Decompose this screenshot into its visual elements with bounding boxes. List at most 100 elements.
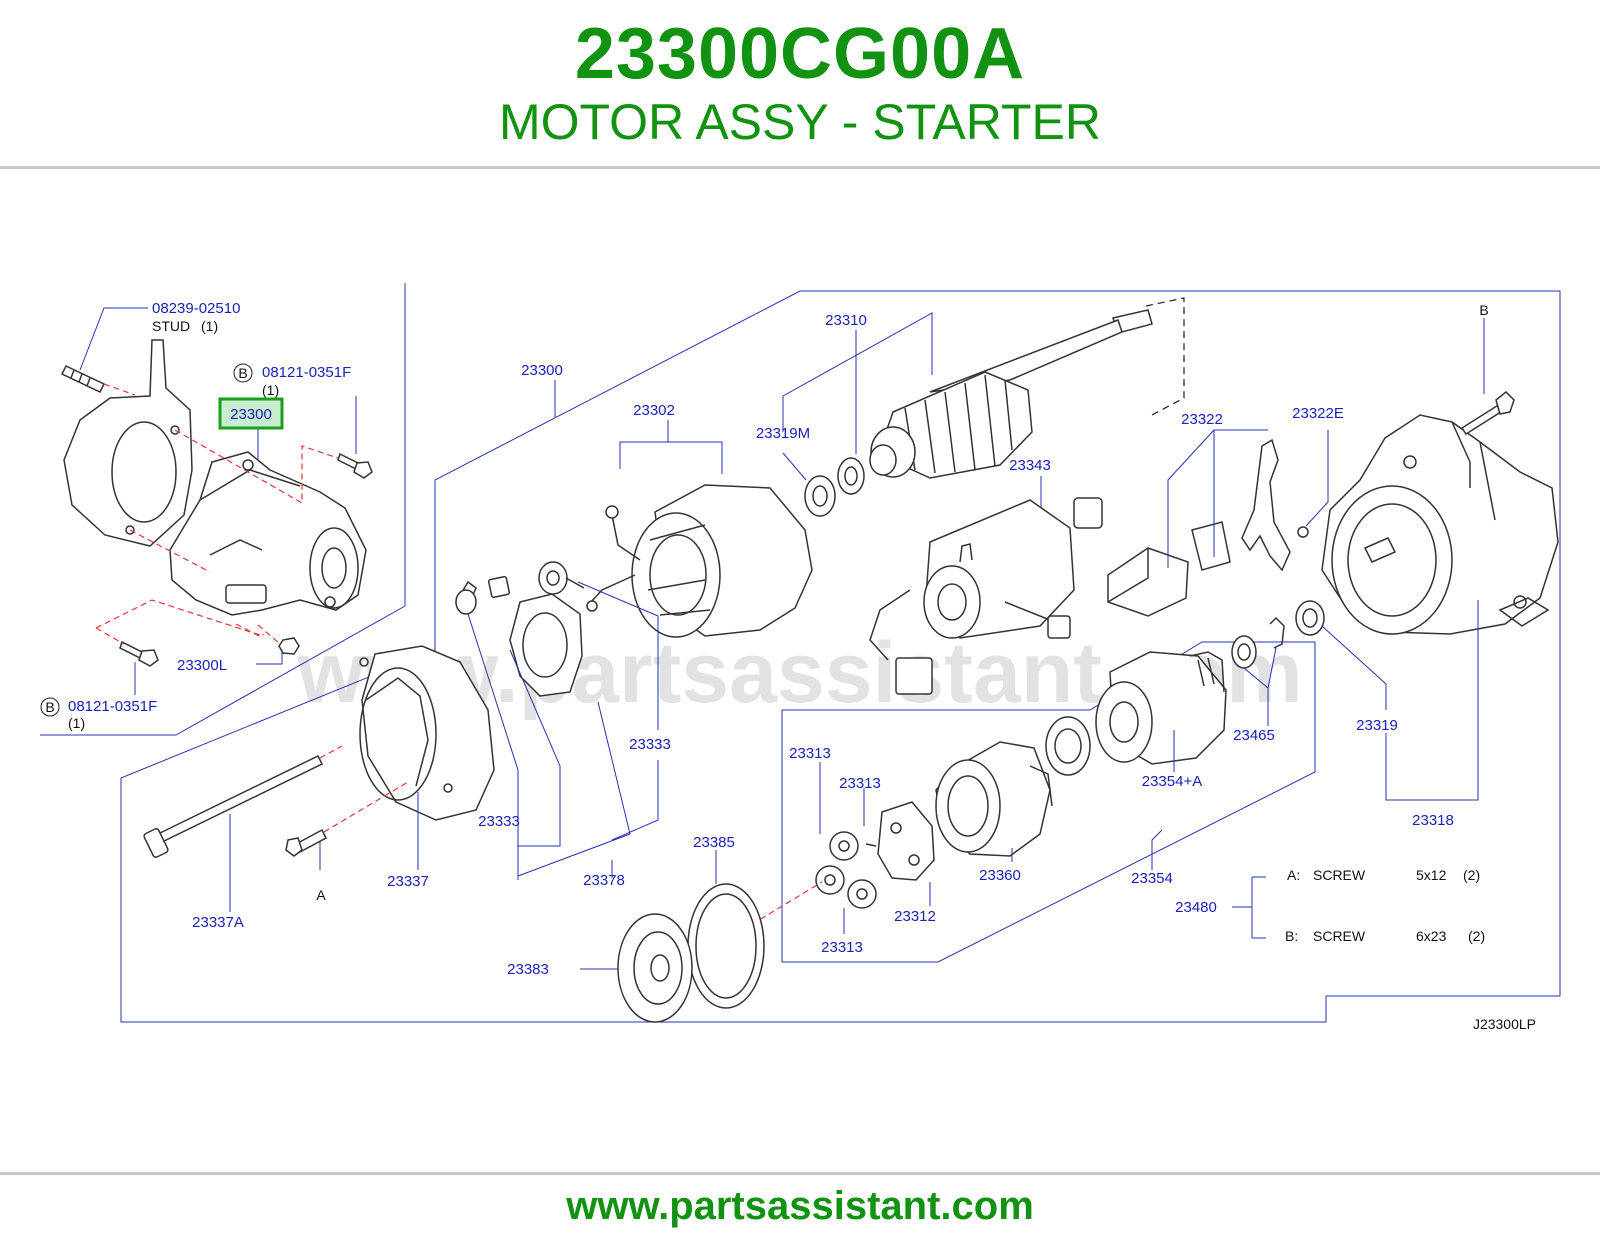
callout-field[interactable]: 23302 [633, 402, 675, 419]
stud-dashed-line [103, 383, 136, 396]
callout-clutch[interactable]: 23354+A [1142, 773, 1202, 790]
leader-bearing-m [782, 452, 807, 481]
left-section-outline [40, 283, 406, 736]
brush-holder [509, 593, 583, 697]
callout-bolt-lower[interactable]: 08121-0351F [68, 698, 157, 715]
drawing-code: J23300LP [1473, 1016, 1536, 1032]
leader-stud [79, 307, 148, 371]
screw-a-dashed [323, 781, 409, 833]
leader-clutch-assy [1151, 829, 1163, 870]
leader-field [619, 420, 723, 474]
stud-label: STUD [152, 318, 190, 334]
screw-a [285, 828, 327, 857]
callout-stud[interactable]: 08239-02510 [152, 300, 240, 317]
washer-23310 [837, 457, 865, 495]
clutch-washer [1045, 716, 1091, 776]
footer-divider [0, 1172, 1600, 1175]
callout-armature[interactable]: 23310 [825, 312, 867, 329]
leader-armature [782, 312, 933, 454]
callout-rear-cover[interactable]: 23337 [387, 873, 429, 890]
callout-nut[interactable]: 23300L [177, 657, 227, 674]
callout-bolt-upper[interactable]: 08121-0351F [262, 364, 351, 381]
armature [869, 309, 1153, 479]
callout-brush-b[interactable]: 23333 [629, 736, 671, 753]
leader-gear-housing [1385, 600, 1479, 801]
lower-dashed-line [129, 529, 211, 573]
header-divider [0, 166, 1600, 169]
screw-a-name: SCREW [1313, 867, 1366, 883]
e-ring-23322e [1297, 526, 1309, 538]
screw-kit-row-b: B: SCREW 6x23 (2) [1285, 928, 1485, 944]
leader-nut [256, 652, 283, 665]
callout-brush-a[interactable]: 23333 [478, 813, 520, 830]
leader-brush-b [577, 581, 659, 841]
callout-pinion-2[interactable]: 23313 [839, 775, 881, 792]
callout-shaft-carrier[interactable]: 23312 [894, 908, 936, 925]
cap-23383 [617, 913, 693, 1023]
ref-marker-b-lower-text: B [45, 699, 54, 715]
callout-seal[interactable]: 23385 [693, 834, 735, 851]
pinion-gear-2 [815, 865, 845, 895]
screw-a-qty: (2) [1463, 867, 1480, 883]
highlight-box [218, 397, 284, 430]
nut-dashed-line [257, 624, 281, 645]
screw-kit-row-a: A: SCREW 5x12 (2) [1287, 867, 1480, 883]
leader-lever-e [1305, 430, 1329, 527]
seal-23385 [687, 883, 765, 1009]
bearing-23319m [804, 475, 836, 517]
mount-dashed-line [174, 429, 339, 505]
callout-switch[interactable]: 23343 [1009, 457, 1051, 474]
screw-kit-bracket [1232, 876, 1266, 939]
upper-flange-bolt [337, 452, 373, 479]
lever-pad [1107, 521, 1231, 617]
clutch-assy [1095, 651, 1227, 765]
callout-through-bolt[interactable]: 23337A [192, 914, 244, 931]
rear-cover [359, 645, 495, 821]
page-header: 23300CG00A MOTOR ASSY - STARTER [0, 0, 1600, 168]
callout-assy[interactable]: 23300 [521, 362, 563, 379]
brush-plate-23333 [538, 561, 585, 595]
lower-flange-bolt [119, 640, 159, 667]
parts-diagram: www.partsassistant.com [40, 283, 1561, 1032]
screw-b-size: 6x23 [1416, 928, 1447, 944]
callout-bearing-m[interactable]: 23319M [756, 425, 810, 442]
ref-marker-b-upper-text: B [238, 365, 247, 381]
callout-brush-holder[interactable]: 23378 [583, 872, 625, 889]
callout-highlighted[interactable]: 23300 [230, 406, 272, 423]
callout-lever-pad[interactable]: 23322 [1181, 411, 1223, 428]
leader-retainer [1243, 647, 1277, 726]
part-number-title: 23300CG00A [574, 14, 1026, 94]
callout-bushing[interactable]: 23319 [1356, 717, 1398, 734]
callout-screw-kit[interactable]: 23480 [1175, 899, 1217, 916]
stud-bolt [60, 365, 106, 393]
housing-bolt [1460, 390, 1515, 436]
callout-pinion-3[interactable]: 23313 [821, 939, 863, 956]
drive-subassembly-outline [781, 641, 1316, 963]
shift-lever [1241, 438, 1291, 572]
through-bolt-dashed [319, 745, 343, 759]
callout-lever-e[interactable]: 23322E [1292, 405, 1344, 422]
callout-retainer[interactable]: 23465 [1233, 727, 1275, 744]
leader-bushing [1321, 625, 1387, 710]
screw-b-name: SCREW [1313, 928, 1366, 944]
ref-marker-b-lower [40, 697, 60, 717]
screw-a-letter: A: [1287, 867, 1300, 883]
stud-qty: (1) [201, 318, 218, 334]
gear-housing [1321, 414, 1559, 635]
callout-clutch-assy[interactable]: 23354 [1131, 870, 1173, 887]
leader-lever-pad [1167, 429, 1268, 568]
callout-gear-housing[interactable]: 23318 [1412, 812, 1454, 829]
internal-gear [935, 741, 1053, 857]
ref-marker-b-upper [233, 363, 253, 383]
bushing-23319 [1295, 600, 1325, 636]
callout-cap[interactable]: 23383 [507, 961, 549, 978]
callout-internal-gear[interactable]: 23360 [979, 867, 1021, 884]
pinion-gear-3 [847, 879, 877, 909]
field-yoke [586, 484, 813, 638]
callout-pinion-1[interactable]: 23313 [789, 745, 831, 762]
brush-cube [487, 575, 511, 599]
magnetic-switch [869, 497, 1103, 695]
footer-url[interactable]: www.partsassistant.com [566, 1184, 1034, 1228]
screw-b-letter: B: [1285, 928, 1298, 944]
engine-bracket [63, 339, 193, 547]
